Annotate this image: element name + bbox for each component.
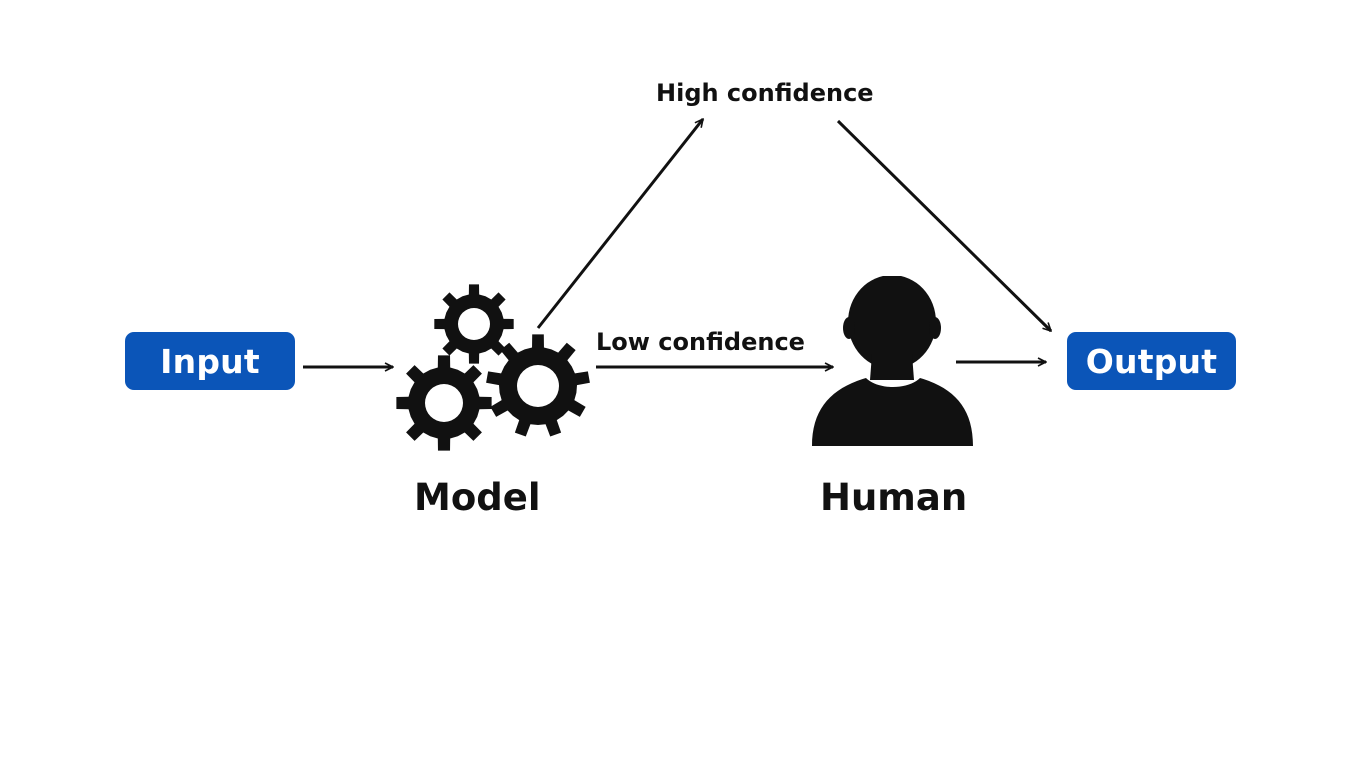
gears-icon (396, 284, 590, 451)
person-ear-right (929, 317, 941, 339)
model-label: Model (414, 476, 541, 519)
gear-small-top (434, 284, 514, 364)
person-neck (870, 354, 914, 380)
person-icon (812, 276, 973, 446)
input-node-label: Input (160, 341, 260, 381)
output-node-label: Output (1085, 341, 1218, 381)
person-ear-left (843, 317, 855, 339)
output-node: Output (1067, 332, 1236, 390)
input-node: Input (125, 332, 295, 390)
arrow-model-to-high-confidence (536, 119, 705, 329)
low-confidence-label: Low confidence (596, 328, 805, 356)
person-head (848, 276, 936, 369)
high-confidence-label: High confidence (656, 79, 874, 107)
arrow-high-confidence-to-output (836, 119, 1051, 331)
gear-bottom-right (486, 334, 590, 437)
human-label: Human (820, 476, 968, 519)
person-shoulders (812, 378, 973, 446)
gear-bottom-left (396, 355, 492, 451)
